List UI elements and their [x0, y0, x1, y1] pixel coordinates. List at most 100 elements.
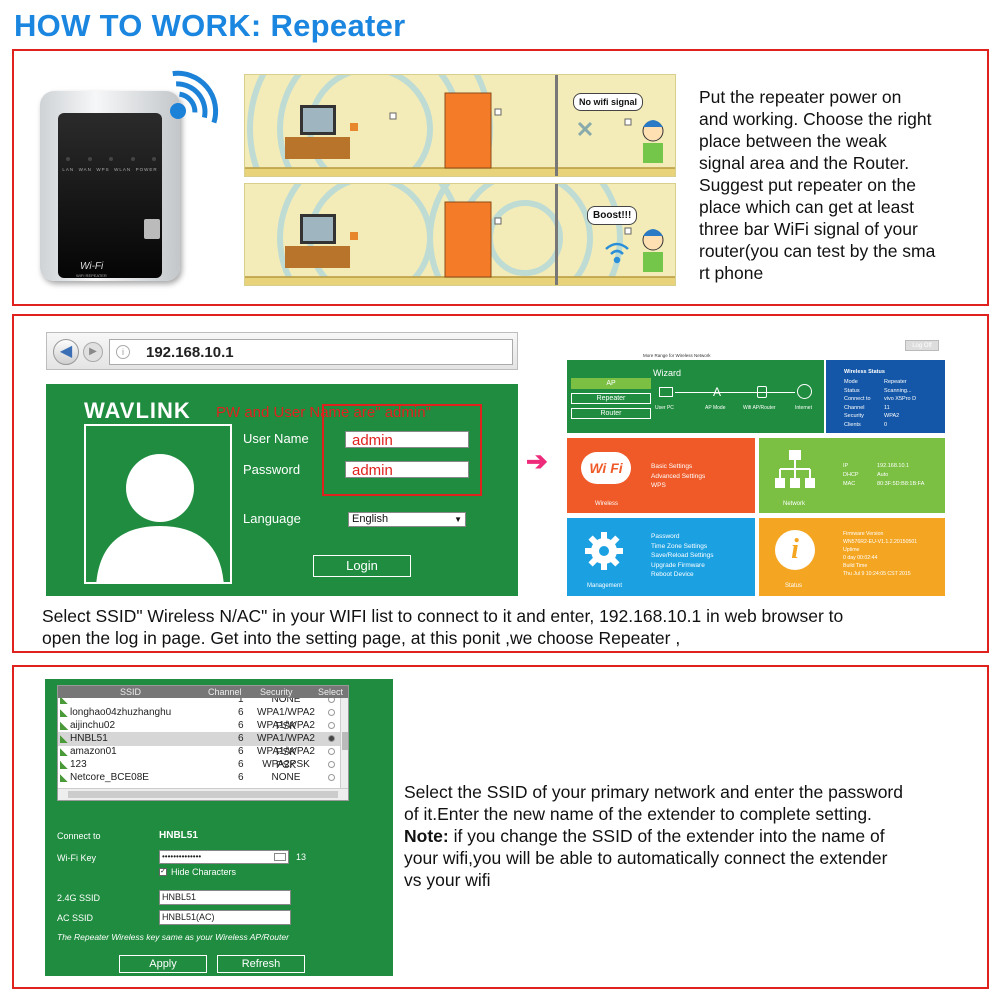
- ssid-24g-label: 2.4G SSID: [57, 893, 101, 903]
- pc-icon: [659, 387, 673, 397]
- wireless-tile[interactable]: Wi Fi Wireless Basic Settings Advanced S…: [567, 438, 755, 513]
- desc-line: Put the repeater power on: [699, 87, 902, 107]
- signal-bars-icon: [60, 735, 68, 743]
- select-radio[interactable]: [328, 698, 335, 703]
- mode-repeater[interactable]: Repeater: [571, 393, 651, 404]
- logoff-button[interactable]: Log Off: [905, 340, 939, 351]
- dropdown-arrow-icon: ▼: [454, 515, 462, 524]
- menu-upgrade-firmware[interactable]: Upgrade Firmware: [651, 561, 705, 569]
- ssid-channel: 6: [238, 759, 244, 770]
- ssid-security: WPA1/WPA2 PSK: [257, 733, 315, 758]
- status-title: Wireless Status: [844, 369, 885, 375]
- desc-line: and working. Choose the right: [699, 109, 932, 129]
- select-radio[interactable]: [328, 748, 335, 755]
- select-radio[interactable]: [328, 761, 335, 768]
- network-tree-icon: [775, 450, 815, 488]
- menu-advanced-settings[interactable]: Advanced Settings: [651, 472, 706, 480]
- vertical-scrollbar[interactable]: [340, 698, 348, 788]
- mode-ap[interactable]: AP: [571, 378, 651, 389]
- status-value: Scanning...: [884, 387, 912, 394]
- signal-bars-icon: [60, 722, 68, 730]
- language-select[interactable]: English ▼: [348, 512, 466, 527]
- hide-characters-checkbox[interactable]: ✓: [159, 868, 167, 876]
- device-logo-text: Wi-Fi: [80, 261, 104, 272]
- page-icon: i: [116, 345, 130, 359]
- status-key: Mode: [844, 379, 858, 385]
- refresh-button[interactable]: Refresh: [217, 955, 305, 973]
- select-radio[interactable]: [328, 774, 335, 781]
- keyboard-icon: [274, 853, 286, 861]
- login-description: Select SSID" Wireless N/AC" in your WIFI…: [42, 605, 987, 649]
- wifi-key-input[interactable]: ••••••••••••••: [159, 850, 289, 864]
- ssid-ac-input[interactable]: HNBL51(AC): [159, 910, 291, 925]
- network-key: DHCP: [843, 472, 859, 478]
- language-value: English: [352, 513, 389, 525]
- dashboard-header: More Range for Wireless Network: [643, 353, 711, 358]
- menu-basic-settings[interactable]: Basic Settings: [651, 463, 693, 470]
- wizard-tile[interactable]: AP Repeater Router Wizard A User PC AP M…: [567, 360, 824, 433]
- wavlink-logo: wavlink: [84, 398, 191, 423]
- select-radio[interactable]: [328, 709, 335, 716]
- desc-line: Suggest put repeater on the: [699, 175, 916, 195]
- desc-line: place which can get at least: [699, 197, 914, 217]
- menu-wps[interactable]: WPS: [651, 482, 666, 489]
- select-radio[interactable]: [328, 722, 335, 729]
- hide-characters-label: Hide Characters: [171, 867, 237, 877]
- dashboard-screenshot: More Range for Wireless Network Log Off …: [567, 338, 949, 600]
- username-label: User Name: [243, 431, 309, 446]
- scene-no-signal: No wifi signal: [244, 74, 676, 177]
- mode-router[interactable]: Router: [571, 408, 651, 419]
- col-security: Security: [260, 687, 293, 697]
- firmware-info: Firmware Version WN576R2-EU-V1.1.2.20150…: [843, 530, 943, 578]
- back-button[interactable]: ◀: [53, 339, 79, 365]
- network-value: 80:3F:5D:B8:1B:FA: [877, 481, 925, 487]
- login-panel: wavlink PW and User Name are" admin" Use…: [46, 384, 518, 596]
- status-value: 11: [884, 404, 890, 411]
- node-ap-mode: AP Mode: [705, 405, 726, 411]
- status-tile[interactable]: i Status Firmware Version WN576R2-EU-V1.…: [759, 518, 945, 596]
- wifi-badge-icon: Wi Fi: [581, 452, 631, 484]
- wireless-menu: Basic Settings Advanced Settings WPS: [651, 462, 705, 491]
- apply-button[interactable]: Apply: [119, 955, 207, 973]
- placement-description: Put the repeater power on and working. C…: [699, 86, 989, 284]
- login-button[interactable]: Login: [313, 555, 411, 577]
- ssid-24g-input[interactable]: HNBL51: [159, 890, 291, 905]
- forward-button[interactable]: ▶: [83, 342, 103, 362]
- management-tile[interactable]: Management Password Time Zone Settings S…: [567, 518, 755, 596]
- status-key: Clients: [844, 421, 861, 428]
- menu-reboot[interactable]: Reboot Device: [651, 571, 694, 578]
- setup-description: Select the SSID of your primary network …: [404, 781, 984, 891]
- info-line: Build Time: [843, 563, 868, 569]
- credentials-highlight-box: [322, 404, 482, 496]
- select-radio[interactable]: [328, 735, 335, 742]
- password-input[interactable]: admin: [345, 461, 469, 479]
- menu-password[interactable]: Password: [651, 533, 680, 540]
- node-internet: Internet: [795, 405, 812, 411]
- menu-timezone[interactable]: Time Zone Settings: [651, 542, 708, 550]
- username-input[interactable]: admin: [345, 431, 469, 449]
- info-line: Firmware Version: [843, 531, 884, 537]
- note-text: if you change the SSID of the extender i…: [448, 826, 885, 846]
- address-bar[interactable]: i 192.168.10.1: [109, 339, 513, 365]
- horizontal-scrollbar[interactable]: [58, 788, 348, 800]
- status-value: vivo X5Pro D: [884, 396, 917, 402]
- status-value: Repeater: [884, 379, 907, 385]
- no-wifi-bubble: No wifi signal: [573, 93, 644, 111]
- menu-save-reload[interactable]: Save/Reload Settings: [651, 552, 714, 559]
- password-label: Password: [243, 462, 301, 477]
- node-user-pc: User PC: [655, 405, 674, 411]
